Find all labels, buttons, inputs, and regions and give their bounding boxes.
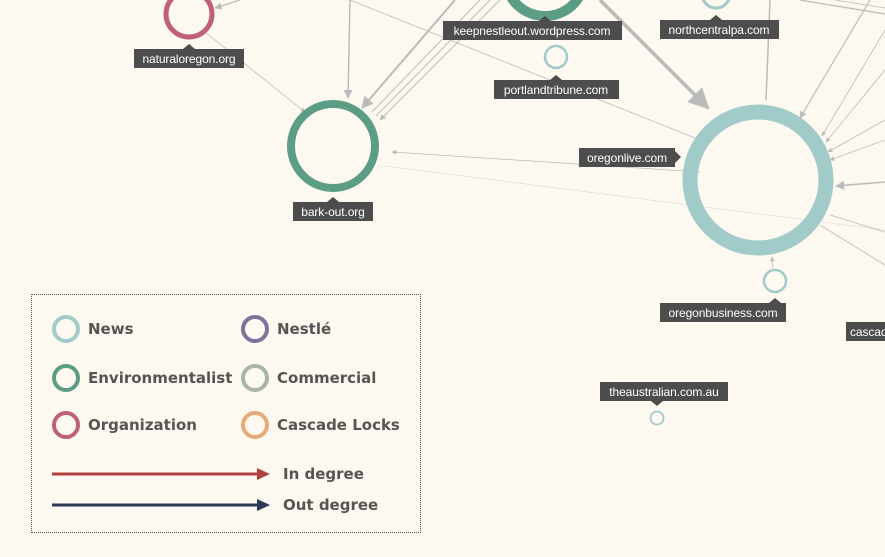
edge	[384, 165, 885, 231]
cascade-locks-circle-icon	[241, 411, 269, 439]
node-naturaloregon[interactable]	[163, 0, 215, 40]
edge	[204, 31, 306, 113]
organization-circle-icon	[52, 411, 80, 439]
legend-news: News	[52, 315, 134, 343]
label-naturaloregon: naturaloregon.org	[134, 44, 244, 68]
legend-label: Organization	[88, 416, 197, 434]
node-theaustralian[interactable]	[649, 410, 665, 426]
label-text: northcentralpa.com	[669, 23, 770, 37]
label-text: bark-out.org	[301, 205, 365, 219]
edge	[375, 0, 491, 117]
edge	[765, 0, 771, 101]
edge	[379, 0, 501, 121]
out-degree-arrow-icon	[52, 499, 270, 511]
edge	[343, 0, 353, 99]
edge	[825, 69, 885, 143]
edge	[770, 256, 775, 269]
label-text: oregonlive.com	[587, 151, 667, 165]
node-portlandtribune[interactable]	[543, 44, 569, 70]
environmentalist-circle-icon	[52, 364, 80, 392]
news-circle-icon	[52, 315, 80, 343]
label-text: naturaloregon.org	[142, 52, 235, 66]
node-northcentralpa[interactable]	[701, 0, 731, 10]
edge	[391, 149, 701, 173]
label-portlandtribune: portlandtribune.com	[494, 75, 619, 99]
edge	[834, 0, 885, 9]
edge	[821, 29, 885, 137]
legend: News Nestlé Environmentalist Commercial …	[31, 294, 421, 533]
label-text: portlandtribune.com	[504, 83, 608, 97]
node-labels: naturaloregon.org keepnestleout.wordpres…	[134, 15, 885, 406]
node-keepnestleout[interactable]	[505, 0, 585, 21]
in-degree-arrow-icon	[52, 468, 270, 480]
edge	[371, 0, 481, 113]
legend-label: Cascade Locks	[277, 416, 400, 434]
legend-label: Environmentalist	[88, 369, 233, 387]
legend-cascade-locks: Cascade Locks	[241, 411, 400, 439]
label-text: keepnestleout.wordpress.com	[454, 24, 611, 38]
label-text: oregonbusiness.com	[669, 306, 778, 320]
edges	[204, 0, 885, 269]
edge	[819, 224, 885, 266]
legend-label: Out degree	[283, 496, 379, 514]
legend-in-degree: In degree	[51, 465, 364, 483]
legend-label: In degree	[283, 465, 364, 483]
edge	[827, 119, 885, 153]
label-oregonlive: oregonlive.com	[579, 148, 681, 167]
edge	[361, 0, 456, 109]
node-barkout[interactable]	[287, 100, 379, 192]
label-text: cascad	[850, 325, 885, 339]
label-theaustralian: theaustralian.com.au	[600, 382, 728, 406]
edge	[799, 0, 871, 119]
label-northcentralpa: northcentralpa.com	[660, 15, 779, 39]
label-keepnestleout: keepnestleout.wordpress.com	[443, 16, 622, 40]
commercial-circle-icon	[241, 364, 269, 392]
legend-label: Commercial	[277, 369, 377, 387]
label-oregonbusiness: oregonbusiness.com	[660, 298, 786, 322]
edge	[214, 0, 241, 10]
nestle-circle-icon	[241, 315, 269, 343]
edge	[835, 180, 885, 190]
legend-out-degree: Out degree	[51, 496, 378, 514]
legend-environmentalist: Environmentalist	[52, 364, 232, 392]
edge	[598, 0, 710, 110]
node-oregonbusiness[interactable]	[762, 268, 788, 294]
edge	[829, 139, 885, 161]
node-oregonlive[interactable]	[682, 104, 834, 256]
edge	[829, 214, 885, 233]
label-cascade: cascad	[846, 322, 885, 341]
label-text: theaustralian.com.au	[609, 385, 718, 399]
legend-label: Nestlé	[277, 320, 332, 338]
label-barkout: bark-out.org	[293, 197, 373, 221]
edge	[349, 0, 701, 141]
edge	[799, 0, 885, 15]
legend-label: News	[88, 320, 134, 338]
legend-organization: Organization	[52, 411, 197, 439]
legend-commercial: Commercial	[241, 364, 376, 392]
legend-nestle: Nestlé	[241, 315, 331, 343]
